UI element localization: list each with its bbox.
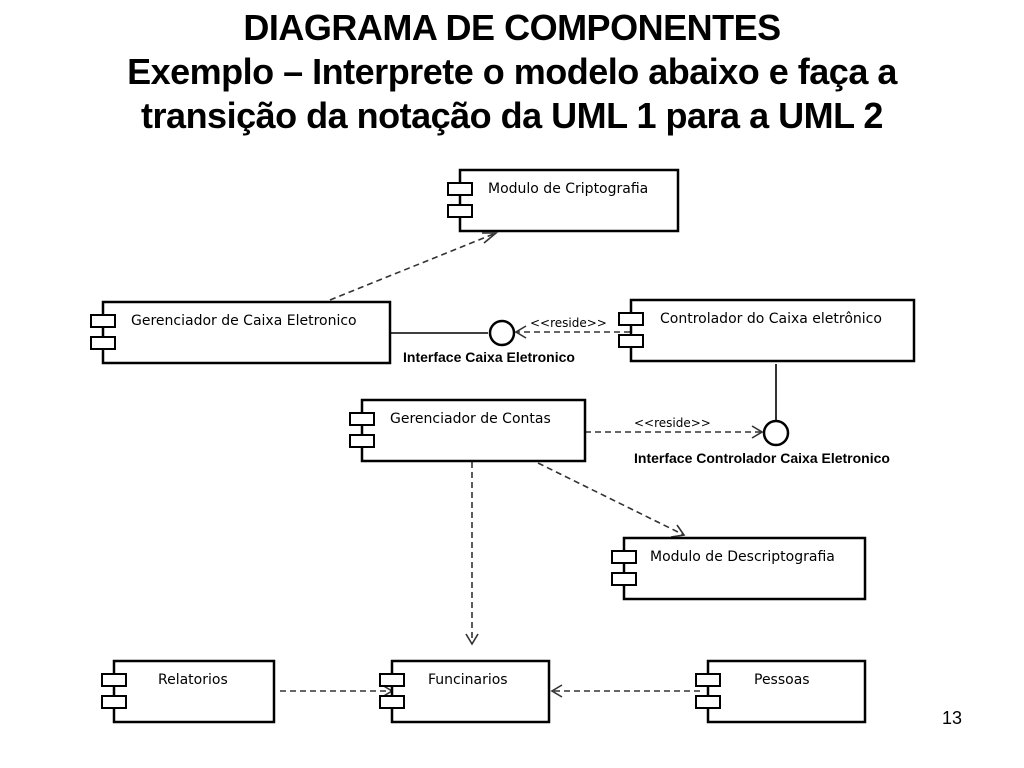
interface-circle [762, 419, 790, 447]
component-tab-top [447, 182, 473, 196]
arrowhead-ifcont [751, 425, 764, 439]
component-label: Pessoas [754, 672, 810, 688]
component-tab-top [101, 673, 127, 687]
component-gerenciador-caixa: Gerenciador de Caixa Eletronico [90, 300, 392, 365]
component-tab-top [379, 673, 405, 687]
component-tab-bottom [447, 204, 473, 218]
component-pessoas: Pessoas [695, 659, 867, 724]
dependency-gercontas-descripto [537, 462, 685, 536]
interface-label: Interface Controlador Caixa Eletronico [634, 450, 890, 466]
component-tab-bottom [618, 334, 644, 348]
arrowhead-descripto [670, 524, 686, 538]
component-label: Modulo de Criptografia [488, 181, 648, 197]
component-label: Gerenciador de Contas [390, 411, 551, 427]
arrowhead-funcionarios-top [465, 633, 479, 646]
component-box [706, 659, 867, 724]
interface-controlador-caixa-eletronico: Interface Controlador Caixa Eletronico [634, 419, 890, 466]
component-tab-top [618, 312, 644, 326]
arrowhead-funcionarios-right [550, 684, 563, 698]
title-line-1: DIAGRAMA DE COMPONENTES [243, 7, 781, 48]
interface-circle [488, 319, 516, 347]
component-label: Gerenciador de Caixa Eletronico [131, 313, 357, 329]
stereotype-reside-2: <<reside>> [634, 416, 711, 430]
interface-caixa-eletronico: Interface Caixa Eletronico [403, 319, 575, 365]
component-controlador-caixa: Controlador do Caixa eletrônico [618, 298, 916, 363]
component-box [360, 398, 587, 463]
component-tab-bottom [695, 695, 721, 709]
component-tab-bottom [379, 695, 405, 709]
component-tab-top [349, 412, 375, 426]
slide-title: DIAGRAMA DE COMPONENTES Exemplo – Interp… [0, 6, 1024, 138]
component-tab-top [695, 673, 721, 687]
component-label: Controlador do Caixa eletrônico [660, 311, 882, 327]
title-line-2: Exemplo – Interprete o modelo abaixo e f… [127, 51, 897, 92]
component-funcionarios: Funcinarios [379, 659, 551, 724]
component-label: Funcinarios [428, 672, 508, 688]
component-box [101, 300, 392, 365]
component-tab-top [90, 314, 116, 328]
connectors [280, 232, 777, 698]
page-number: 13 [941, 708, 962, 728]
dependency-gercaixa-cripto [329, 232, 497, 301]
component-tab-bottom [101, 695, 127, 709]
component-box [629, 298, 916, 363]
component-box [112, 659, 276, 724]
interface-label: Interface Caixa Eletronico [403, 349, 575, 365]
component-box [390, 659, 551, 724]
component-modulo-descriptografia: Modulo de Descriptografia [611, 536, 867, 601]
component-tab-bottom [90, 336, 116, 350]
stereotype-reside-1: <<reside>> [530, 316, 607, 330]
component-tab-top [611, 550, 637, 564]
component-tab-bottom [611, 572, 637, 586]
component-label: Relatorios [158, 672, 228, 688]
component-tab-bottom [349, 434, 375, 448]
component-gerenciador-contas: Gerenciador de Contas [349, 398, 587, 463]
component-relatorios: Relatorios [101, 659, 276, 724]
arrowhead-cripto [482, 232, 499, 244]
component-modulo-criptografia: Modulo de Criptografia [447, 168, 680, 233]
component-label: Modulo de Descriptografia [650, 549, 835, 565]
title-line-3: transição da notação da UML 1 para a UML… [141, 95, 883, 136]
arrowhead-ifcaixa [514, 325, 527, 339]
component-box [622, 536, 867, 601]
component-box [458, 168, 680, 233]
